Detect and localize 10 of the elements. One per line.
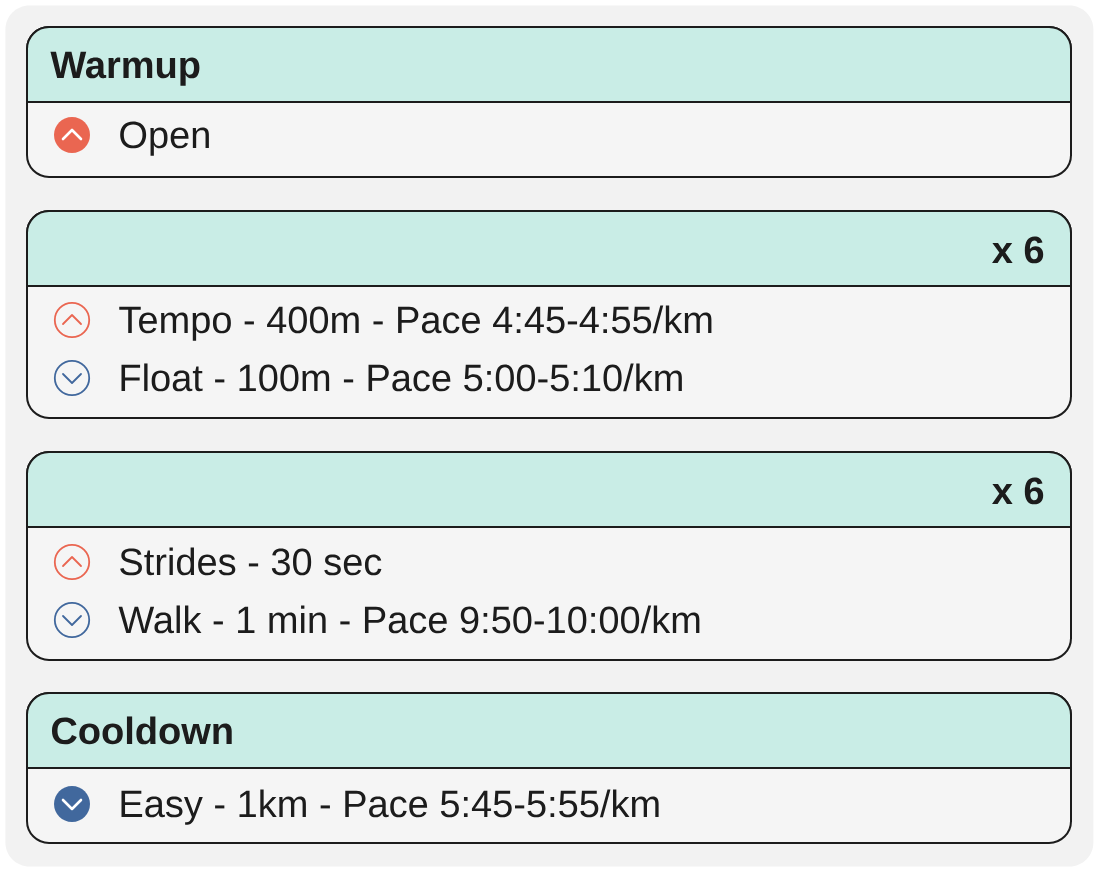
step-text: Open xyxy=(120,121,209,156)
step-text: Easy - 1km - Pace 5:45-5:55/km xyxy=(121,789,659,825)
step-text: Tempo - 400m - Pace 4:45-4:55/km xyxy=(119,305,712,341)
header-band: x 6 xyxy=(26,451,1072,528)
step-text: Walk - 1 min - Pace 9:50-10:00/km xyxy=(118,605,700,634)
step-text: Float - 100m - Pace 5:00-5:10/km xyxy=(121,363,682,392)
header-band: Cooldown xyxy=(26,692,1072,769)
header-band: x 6 xyxy=(26,210,1072,287)
header-band: Warmup xyxy=(26,26,1072,103)
step-text: Strides - 30 sec xyxy=(120,547,382,576)
